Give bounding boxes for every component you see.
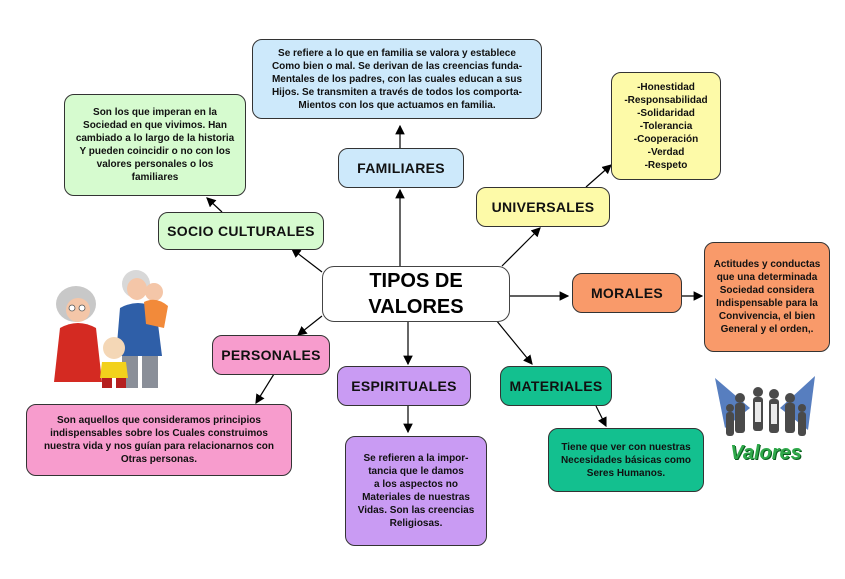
arrow-to-universales (501, 227, 541, 267)
valores-logo-text: Valores (730, 442, 802, 464)
personales-label: PERSONALES (221, 347, 321, 363)
socio-culturales-box: SOCIO CULTURALES (158, 212, 324, 250)
familiares-description-box: Se refiere a lo que en familia se valora… (252, 39, 542, 119)
universales-box: UNIVERSALES (476, 187, 610, 227)
materiales-description: Tiene que ver con nuestras Necesidades b… (560, 441, 692, 479)
universales-label: UNIVERSALES (491, 199, 595, 215)
espirituales-description-box: Se refieren a la impor- tancia que le da… (345, 436, 487, 546)
universales-description: -Honestidad -Responsabilidad -Solidarida… (624, 81, 708, 171)
arrow-materiales-desc (595, 405, 607, 428)
espirituales-box: ESPIRITUALES (337, 366, 471, 406)
arrow-to-materiales (495, 319, 533, 365)
morales-description-box: Actitudes y conductas que una determinad… (704, 242, 830, 352)
personales-description-box: Son aquellos que consideramos principios… (26, 404, 292, 476)
arrow-to-socio (291, 248, 323, 273)
arrow-to-personales (297, 315, 323, 336)
espirituales-label: ESPIRITUALES (351, 378, 457, 394)
people-crowd-icon (710, 368, 820, 468)
materiales-description-box: Tiene que ver con nuestras Necesidades b… (548, 428, 704, 492)
personales-description: Son aquellos que consideramos principios… (43, 415, 275, 465)
personales-box: PERSONALES (212, 335, 330, 375)
arrow-universales-desc (585, 164, 612, 188)
arrow-socio-desc (206, 197, 223, 213)
materiales-label: MATERIALES (509, 378, 603, 394)
materiales-box: MATERIALES (500, 366, 612, 406)
familiares-box: FAMILIARES (338, 148, 464, 188)
socio-culturales-label: SOCIO CULTURALES (167, 223, 315, 239)
morales-label: MORALES (590, 285, 664, 301)
familiares-description: Se refiere a lo que en familia se valora… (271, 47, 523, 111)
central-topic-title: TIPOS DE VALORES (368, 270, 464, 318)
universales-description-box: -Honestidad -Responsabilidad -Solidarida… (611, 72, 721, 180)
central-topic-box: TIPOS DE VALORES (322, 266, 510, 322)
socio-culturales-description: Son los que imperan en la Sociedad en qu… (75, 107, 235, 183)
morales-box: MORALES (572, 273, 682, 313)
socio-culturales-description-box: Son los que imperan en la Sociedad en qu… (64, 94, 246, 196)
arrow-personales-desc (255, 373, 275, 405)
valores-people-image: Valores (710, 368, 820, 468)
morales-description: Actitudes y conductas que una determinad… (713, 259, 821, 335)
espirituales-description: Se refieren a la impor- tancia que le da… (357, 453, 475, 529)
family-illustration-icon (54, 270, 168, 388)
familiares-label: FAMILIARES (357, 160, 445, 176)
